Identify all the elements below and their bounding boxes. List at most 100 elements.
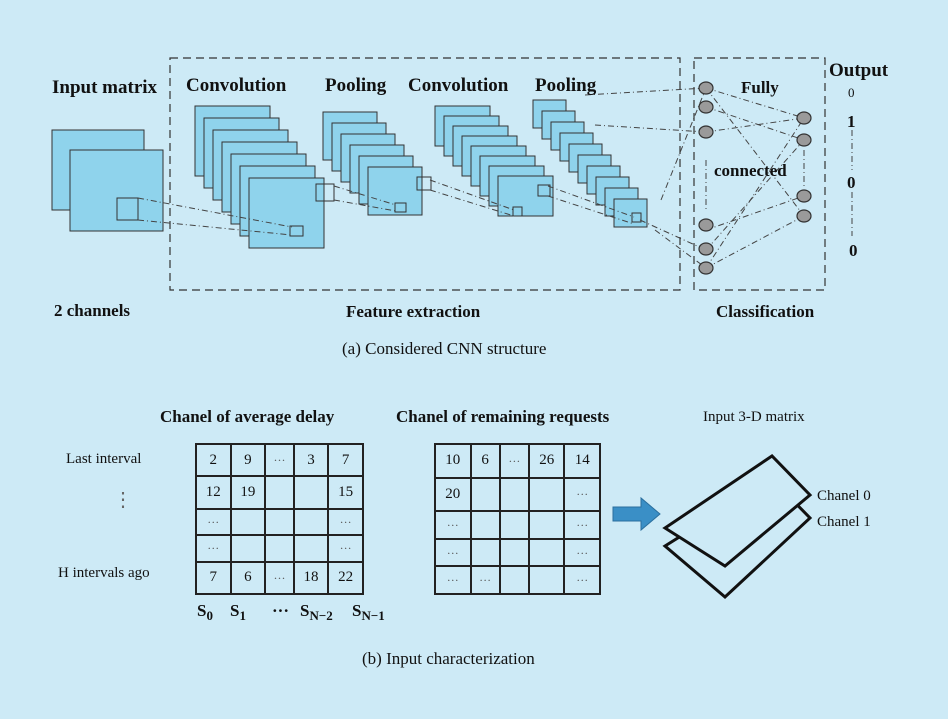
column-label: S1: [230, 601, 246, 622]
requests-grid-cell: ···: [498, 443, 530, 479]
requests-grid-cell: ···: [434, 510, 472, 540]
delay-grid-cell: ···: [327, 534, 364, 563]
feature-map-layer: [613, 198, 648, 228]
requests-grid-cell: [527, 510, 566, 540]
requests-grid-cell: ···: [563, 476, 601, 513]
receptive-field: [537, 184, 551, 197]
requests-grid-cell: [469, 476, 501, 513]
fc-nodes: [698, 81, 812, 275]
feature-map-layer: [367, 166, 423, 216]
convolution-2-label: Convolution: [408, 75, 509, 96]
requests-grid-row: ··· ···: [434, 537, 601, 568]
fc-node: [698, 261, 714, 275]
connected-label: connected: [714, 161, 787, 180]
requests-channel-title: Chanel of remaining requests: [396, 407, 610, 426]
out-node: [796, 209, 812, 223]
right-arrow-icon: [612, 496, 661, 532]
fc-node: [698, 125, 714, 139]
fc-node: [698, 100, 714, 114]
output-value: 0: [847, 173, 856, 192]
requests-grid-cell: 14: [563, 443, 601, 479]
feature-map-stacks: [194, 99, 648, 249]
receptive-field: [416, 176, 432, 191]
column-label-subscript: 0: [206, 608, 213, 623]
requests-grid-cell: 20: [434, 476, 472, 513]
requests-grid-cell: [527, 476, 566, 513]
feature-map-layer: [248, 177, 325, 249]
input-3d-planes: [662, 454, 813, 600]
requests-grid-cell: 26: [527, 443, 566, 479]
chanel-0-label: Chanel 0: [817, 488, 871, 504]
classification-box: [693, 57, 826, 291]
feature-extraction-label: Feature extraction: [346, 302, 481, 321]
delay-grid-cell: [292, 475, 330, 510]
delay-grid-cell: 3: [292, 442, 330, 478]
output-value: 0: [848, 85, 855, 100]
delay-grid-cell: ···: [195, 534, 232, 563]
requests-grid-cell: ···: [563, 537, 601, 568]
requests-grid-cell: [469, 537, 501, 568]
requests-grid-cell: [498, 476, 530, 513]
input-matrix-label: Input matrix: [52, 77, 158, 98]
requests-grid-row: ··· ···: [434, 510, 601, 540]
column-label: SN−2: [300, 601, 333, 622]
row-label-last: Last interval: [66, 451, 142, 467]
chanel-1-label: Chanel 1: [817, 514, 871, 530]
receptive-field: [394, 202, 407, 213]
pooling-2-label: Pooling: [535, 75, 597, 96]
caption-a: (a) Considered CNN structure: [342, 339, 547, 358]
input-3d-title: Input 3-D matrix: [703, 409, 805, 425]
receptive-field: [289, 225, 304, 237]
column-label-subscript: N−2: [309, 608, 333, 623]
requests-grid-cell: ···: [563, 510, 601, 540]
requests-grid-row: ·········: [434, 565, 601, 595]
fc-node: [698, 242, 714, 256]
requests-grid-cell: ···: [469, 565, 501, 595]
column-label: ···: [272, 602, 289, 619]
convolution-1-label: Convolution: [186, 75, 287, 96]
row-label-dots: ⋮: [113, 489, 133, 511]
output-value: 0: [849, 241, 858, 260]
fully-label: Fully: [741, 78, 779, 97]
column-label: SN−1: [352, 601, 385, 622]
requests-grid-cell: [527, 565, 566, 595]
delay-grid-cell: [264, 475, 295, 510]
delay-grid-cell: ···: [195, 507, 232, 537]
receptive-field: [631, 212, 642, 223]
requests-grid-row: 20 ···: [434, 476, 601, 513]
two-channels-label: 2 channels: [54, 301, 131, 320]
fc-node: [698, 218, 714, 232]
column-label-main: S: [300, 601, 310, 620]
out-node: [796, 133, 812, 147]
column-label-main: S: [352, 601, 362, 620]
delay-grid-cell: [264, 534, 295, 563]
delay-grid-cell: ···: [264, 560, 295, 596]
caption-b: (b) Input characterization: [362, 649, 535, 668]
requests-grid-cell: [498, 565, 530, 595]
column-label: S0: [197, 602, 213, 622]
column-label-subscript: 1: [239, 608, 246, 623]
receptive-field: [512, 206, 523, 217]
delay-grid-cell: [292, 507, 330, 537]
requests-grid-cell: 6: [469, 443, 501, 479]
row-label-h: H intervals ago: [58, 565, 150, 581]
column-label-main: S: [230, 601, 240, 620]
out-node: [796, 189, 812, 203]
fc-node: [698, 81, 714, 95]
delay-grid-cell: 22: [327, 560, 364, 596]
delay-grid-cell: 7: [195, 560, 232, 596]
out-node: [796, 111, 812, 125]
output-label: Output: [829, 60, 889, 81]
classification-label: Classification: [716, 302, 815, 321]
requests-grid-cell: [498, 537, 530, 568]
delay-grid-row: ··· ···: [195, 507, 364, 537]
requests-grid-cell: ···: [434, 565, 472, 595]
delay-grid-cell: ···: [327, 507, 364, 537]
delay-grid-cell: [264, 507, 295, 537]
requests-grid-cell: ···: [434, 537, 472, 568]
